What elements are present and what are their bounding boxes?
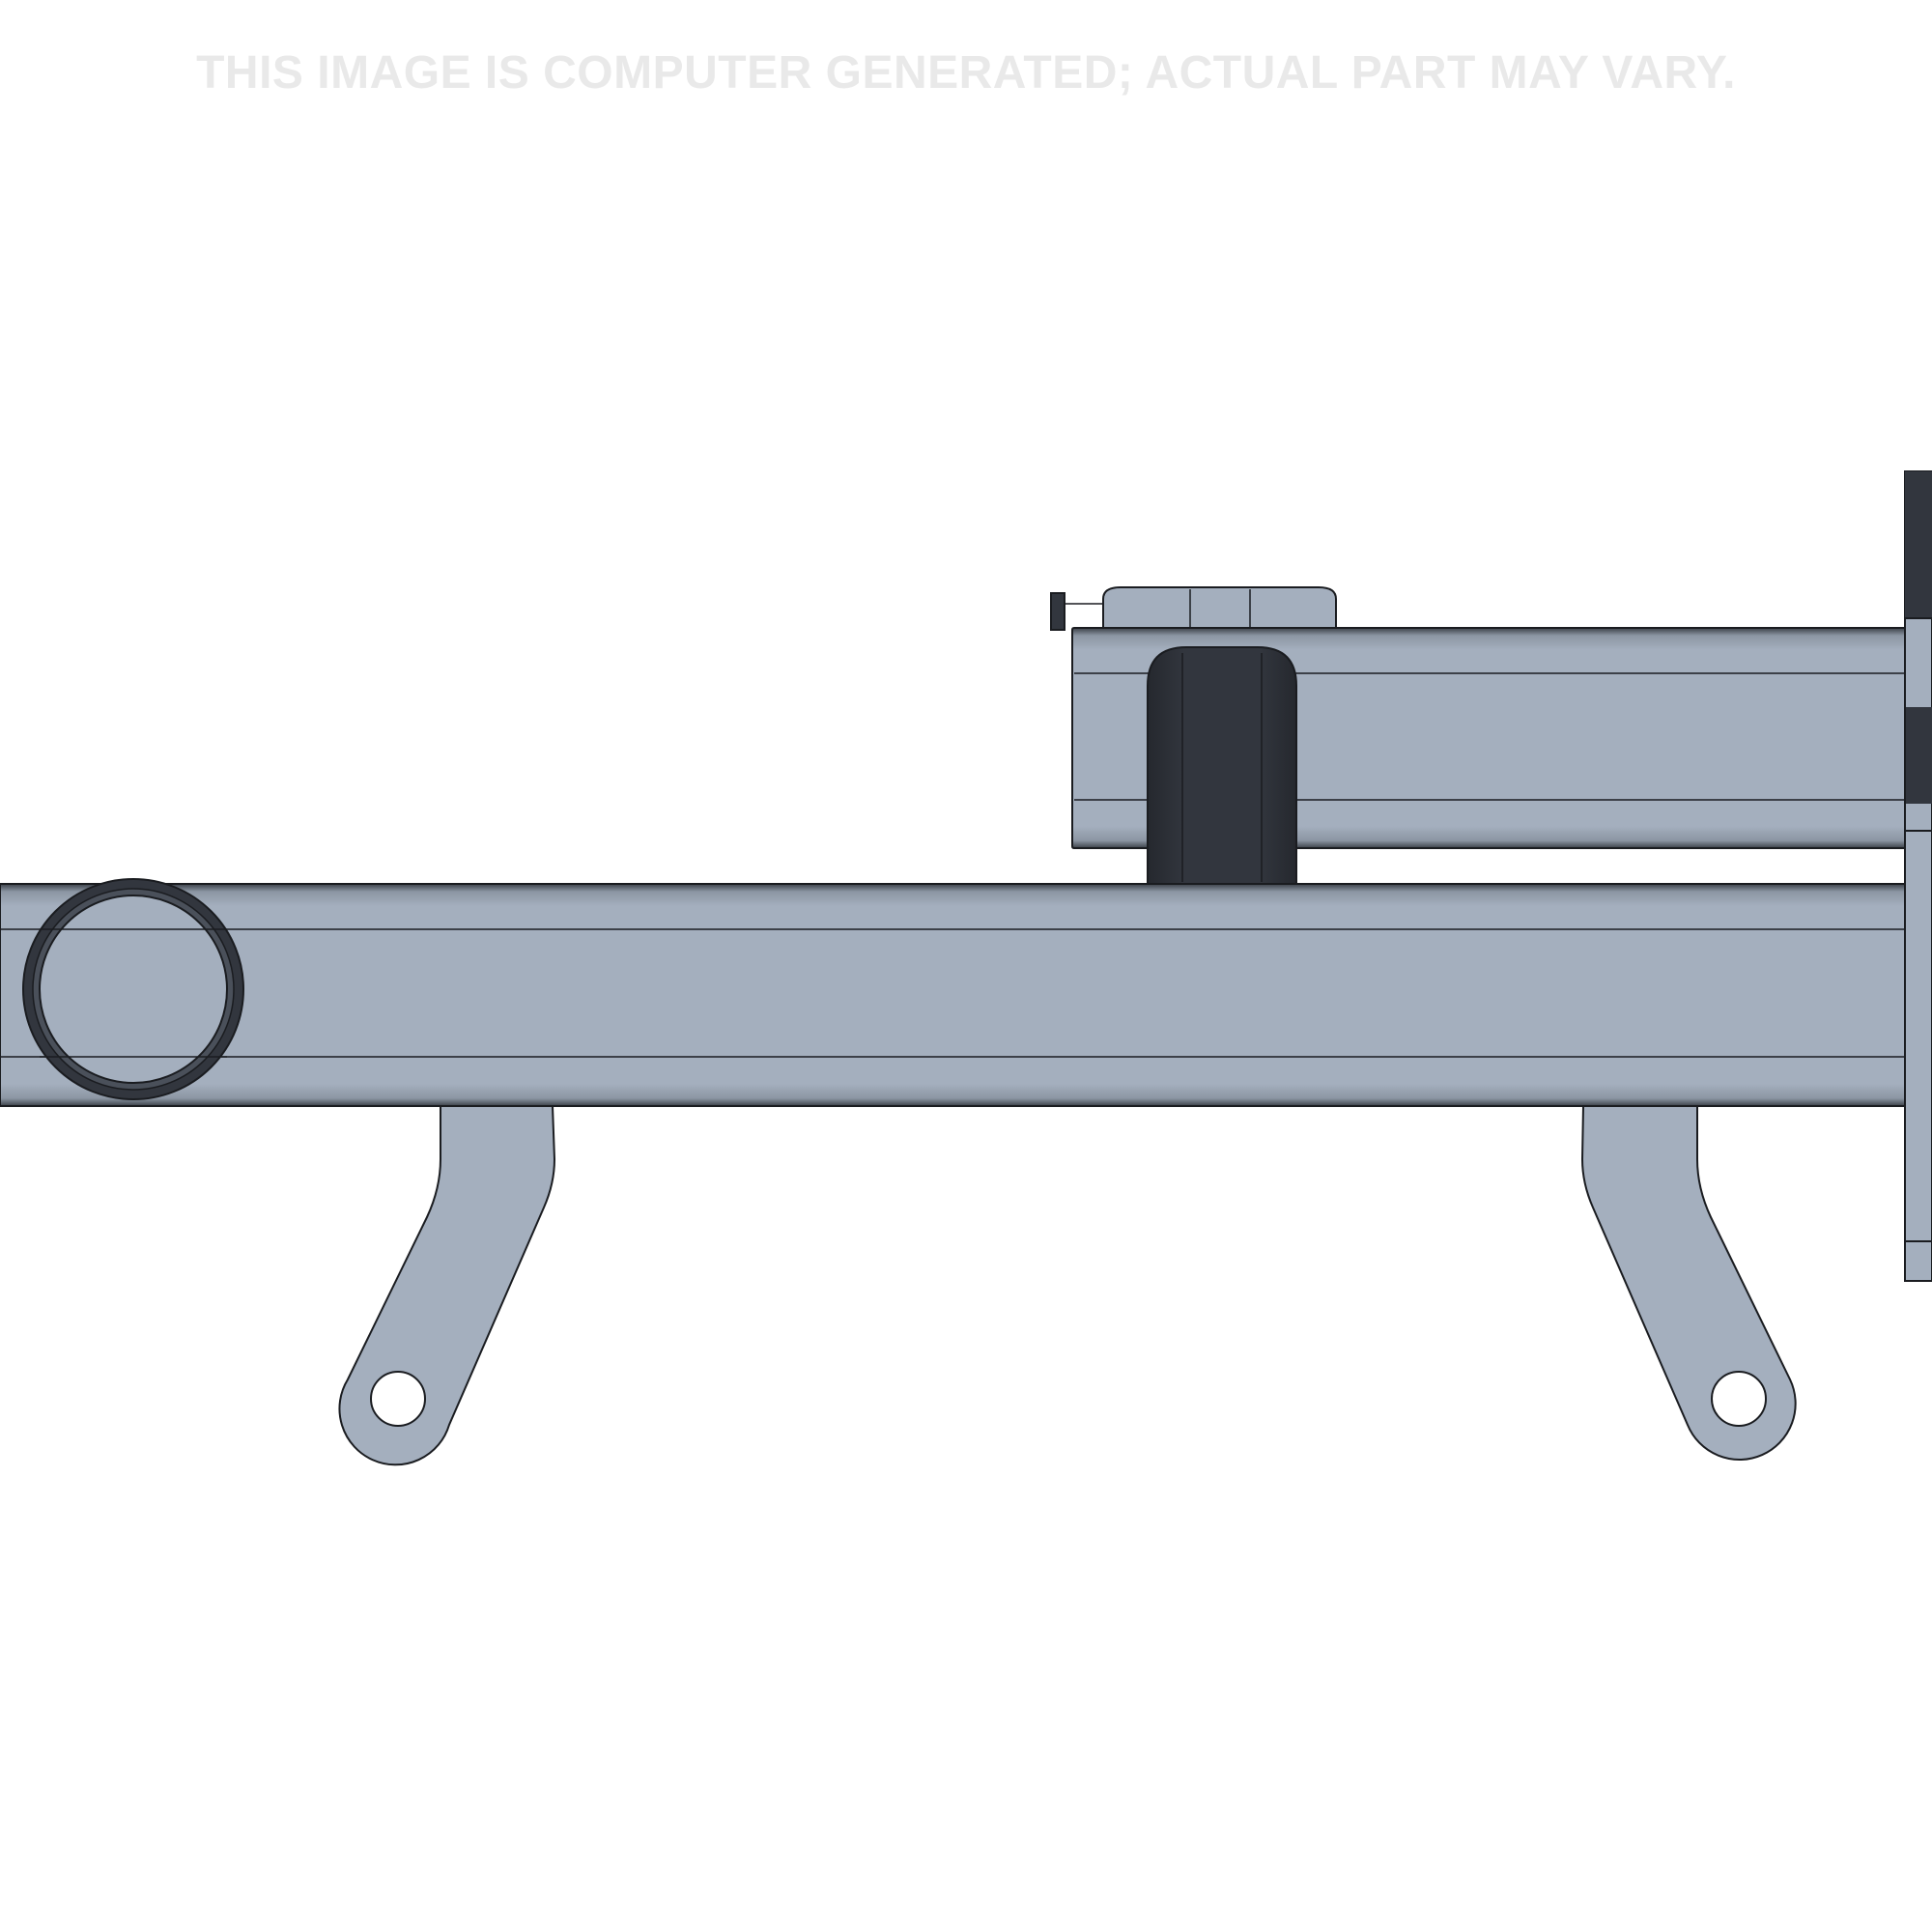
disclaimer-watermark: THIS IMAGE IS COMPUTER GENERATED; ACTUAL… [196, 47, 1736, 99]
mounting-tab-left [338, 1105, 556, 1466]
bushing-ring [22, 878, 244, 1100]
top-cap [1102, 586, 1337, 631]
bolt-hole-right [1711, 1371, 1767, 1427]
mounting-tab-right [1580, 1105, 1797, 1462]
bolt-hole-left [370, 1371, 426, 1427]
main-tube [0, 883, 1906, 1107]
connector-block [1147, 646, 1297, 885]
end-plate [1904, 470, 1932, 1282]
